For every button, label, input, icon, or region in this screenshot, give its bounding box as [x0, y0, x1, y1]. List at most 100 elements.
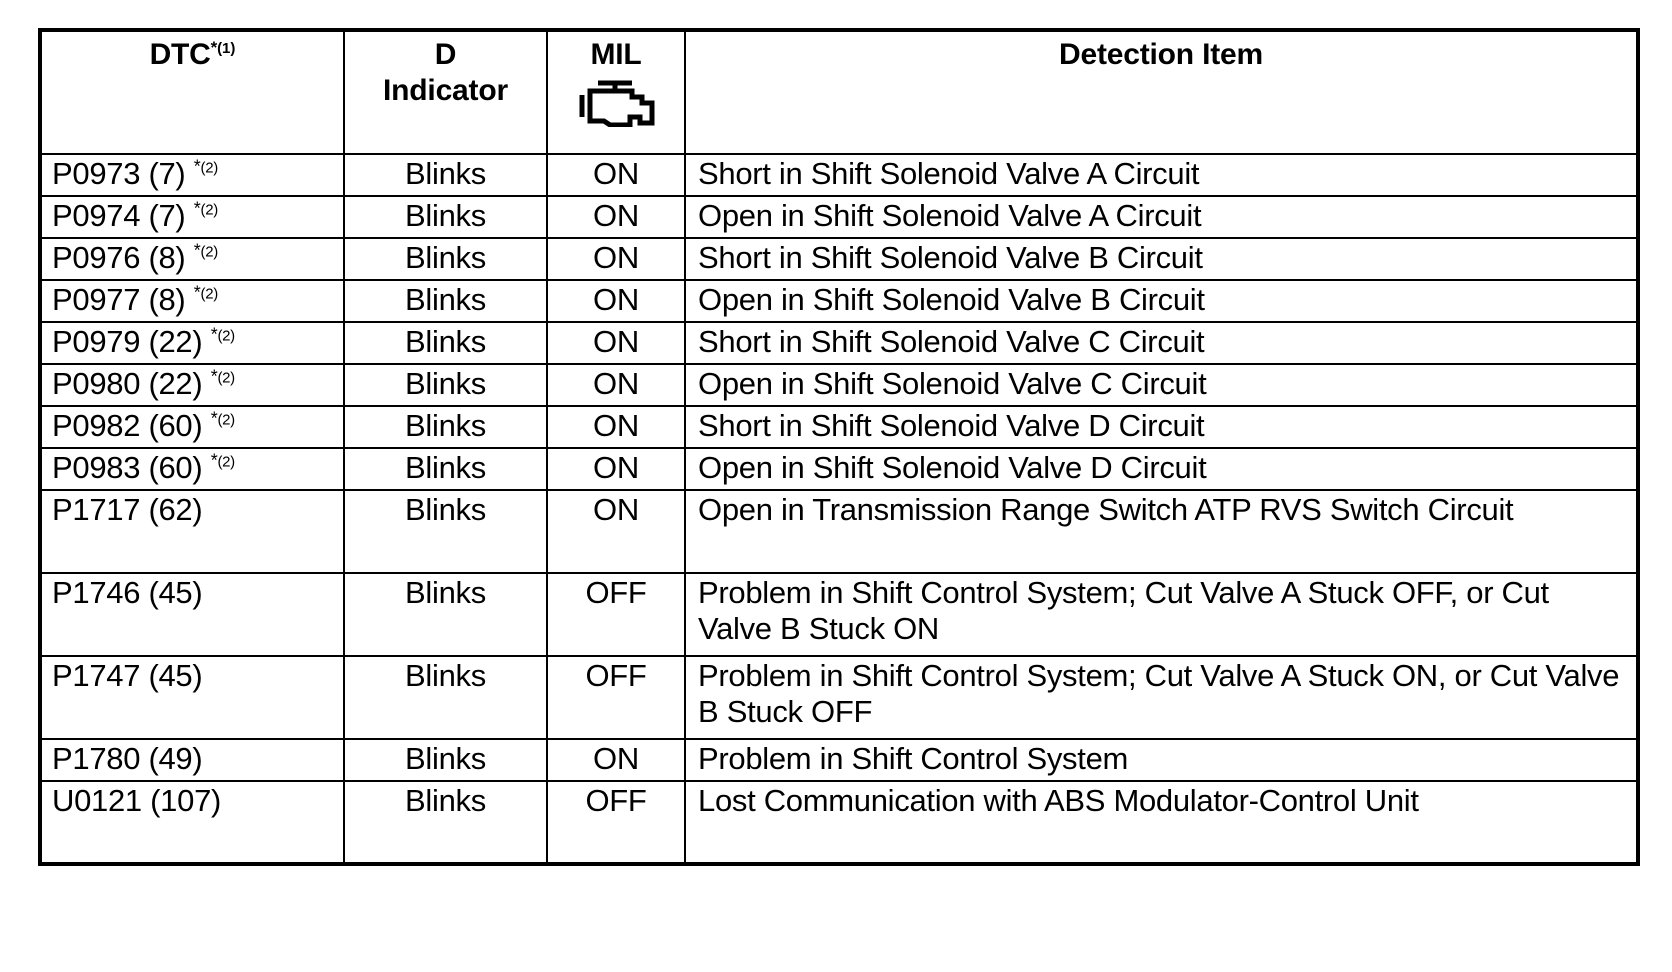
cell-detection-item: Short in Shift Solenoid Valve C Circuit [684, 321, 1639, 365]
cell-mil: ON [546, 363, 686, 407]
cell-detection-item: Short in Shift Solenoid Valve A Circuit [684, 153, 1639, 197]
dtc-footnote-star: * [210, 324, 218, 345]
d-indicator-label-line1: D [434, 38, 457, 71]
cell-mil: OFF [546, 572, 686, 657]
cell-dtc: P0973 (7) *(2) [39, 153, 345, 197]
dtc-footnote-star: * [193, 156, 201, 177]
cell-dtc: P1717 (62) [39, 489, 345, 574]
cell-d-indicator: Blinks [343, 363, 548, 407]
column-header-dtc: DTC*(1) [39, 29, 345, 155]
dtc-code: P0979 (22) [52, 324, 203, 359]
cell-d-indicator: Blinks [343, 489, 548, 574]
cell-d-indicator: Blinks [343, 153, 548, 197]
dtc-footnote-ref: (2) [217, 369, 235, 387]
cell-mil: ON [546, 405, 686, 449]
cell-dtc: P0980 (22) *(2) [39, 363, 345, 407]
dtc-footnote-ref: (1) [217, 40, 236, 57]
dtc-code: P0983 (60) [52, 450, 203, 485]
dtc-footnote-star: * [210, 408, 218, 429]
column-header-detection-item: Detection Item [684, 29, 1639, 155]
dtc-table: DTC*(1) D Indicator MIL [38, 28, 1640, 866]
dtc-code: P0982 (60) [52, 408, 203, 443]
dtc-footnote-ref: (2) [200, 285, 219, 303]
cell-mil: ON [546, 321, 686, 365]
cell-mil: ON [546, 153, 686, 197]
cell-dtc: P1746 (45) [39, 572, 345, 657]
cell-d-indicator: Blinks [343, 738, 548, 782]
mil-label: MIL [590, 38, 642, 71]
dtc-code: P0974 (7) [52, 198, 186, 233]
cell-dtc: P0974 (7) *(2) [39, 195, 345, 239]
cell-detection-item: Open in Shift Solenoid Valve B Circuit [684, 279, 1639, 323]
cell-d-indicator: Blinks [343, 279, 548, 323]
header-row: DTC*(1) D Indicator MIL [39, 29, 1639, 155]
cell-d-indicator: Blinks [343, 655, 548, 740]
dtc-footnote-ref: (2) [200, 243, 219, 261]
cell-dtc: P0979 (22) *(2) [39, 321, 345, 365]
dtc-code: U0121 (107) [52, 783, 222, 818]
cell-d-indicator: Blinks [343, 321, 548, 365]
cell-d-indicator: Blinks [343, 572, 548, 657]
cell-detection-item: Open in Transmission Range Switch ATP RV… [684, 489, 1639, 574]
cell-d-indicator: Blinks [343, 237, 548, 281]
cell-dtc: P1780 (49) [39, 738, 345, 782]
dtc-footnote-ref: (2) [217, 411, 235, 429]
dtc-footnote-ref: (2) [200, 159, 219, 177]
cell-mil: OFF [546, 655, 686, 740]
cell-dtc: U0121 (107) [39, 780, 345, 865]
dtc-code: P0980 (22) [52, 366, 203, 401]
cell-detection-item: Problem in Shift Control System; Cut Val… [684, 655, 1639, 740]
cell-detection-item: Problem in Shift Control System; Cut Val… [684, 572, 1639, 657]
cell-mil: ON [546, 489, 686, 574]
cell-mil: ON [546, 195, 686, 239]
cell-detection-item: Short in Shift Solenoid Valve B Circuit [684, 237, 1639, 281]
check-engine-icon [572, 75, 660, 127]
cell-mil: ON [546, 237, 686, 281]
cell-d-indicator: Blinks [343, 405, 548, 449]
column-header-d-indicator: D Indicator [343, 29, 548, 155]
dtc-footnote-star: * [210, 38, 218, 57]
cell-d-indicator: Blinks [343, 447, 548, 491]
dtc-footnote-ref: (2) [200, 201, 219, 219]
cell-dtc: P1747 (45) [39, 655, 345, 740]
cell-detection-item: Open in Shift Solenoid Valve D Circuit [684, 447, 1639, 491]
cell-mil: OFF [546, 780, 686, 865]
dtc-code: P0976 (8) [52, 240, 186, 275]
dtc-table-container: DTC*(1) D Indicator MIL [38, 28, 1640, 866]
dtc-code: P1746 (45) [52, 575, 203, 610]
cell-dtc: P0976 (8) *(2) [39, 237, 345, 281]
column-header-dtc-label: DTC [149, 38, 211, 71]
cell-mil: ON [546, 738, 686, 782]
cell-mil: ON [546, 279, 686, 323]
d-indicator-label-line2: Indicator [383, 74, 508, 107]
cell-d-indicator: Blinks [343, 195, 548, 239]
cell-dtc: P0977 (8) *(2) [39, 279, 345, 323]
cell-dtc: P0982 (60) *(2) [39, 405, 345, 449]
dtc-code: P1717 (62) [52, 492, 203, 527]
dtc-code: P1780 (49) [52, 741, 203, 776]
cell-detection-item: Lost Communication with ABS Modulator-Co… [684, 780, 1639, 865]
dtc-code: P0977 (8) [52, 282, 186, 317]
dtc-footnote-star: * [193, 282, 201, 303]
dtc-footnote-star: * [210, 450, 218, 471]
dtc-footnote-ref: (2) [217, 453, 235, 471]
dtc-code: P1747 (45) [52, 658, 203, 693]
column-header-mil: MIL [546, 29, 686, 155]
cell-mil: ON [546, 447, 686, 491]
cell-d-indicator: Blinks [343, 780, 548, 865]
dtc-footnote-star: * [193, 240, 201, 261]
cell-detection-item: Short in Shift Solenoid Valve D Circuit [684, 405, 1639, 449]
dtc-footnote-star: * [193, 198, 201, 219]
